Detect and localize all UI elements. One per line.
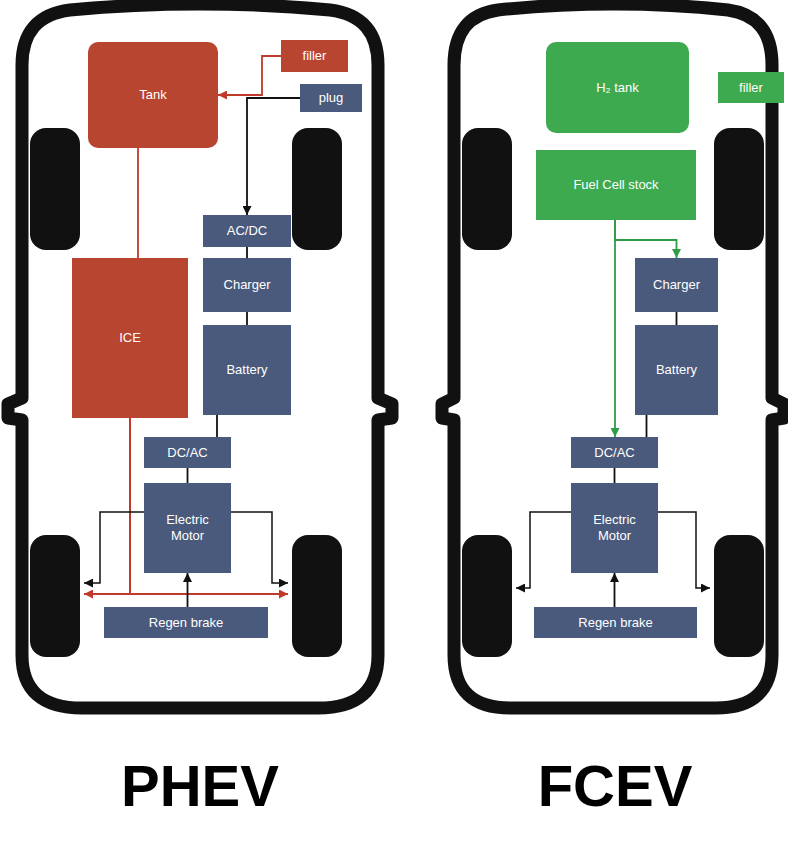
box-label: Regen brake: [578, 615, 652, 631]
wheel: [30, 535, 80, 657]
connector: [216, 415, 218, 437]
plug-box: plug: [300, 84, 362, 112]
connector: [137, 148, 139, 258]
box-label: Tank: [139, 87, 166, 103]
box-label: Battery: [656, 362, 697, 378]
car-body: [442, 4, 784, 708]
box-label: Charger: [653, 277, 700, 293]
connector: [614, 220, 616, 437]
box-label: filler: [739, 80, 763, 96]
box-label: Fuel Cell stock: [573, 177, 658, 193]
box-label: DC/AC: [594, 445, 634, 461]
filler-box: filler: [281, 40, 348, 72]
box-label: ICE: [119, 330, 141, 346]
wheel: [714, 128, 764, 250]
motor-drive-line: [84, 512, 144, 583]
connector: [676, 312, 678, 325]
fuel-cell-box: Fuel Cell stock: [536, 150, 696, 220]
box-label: Electric Motor: [576, 512, 653, 543]
charger-box: Charger: [203, 258, 291, 312]
vehicle-type-label: PHEV: [50, 752, 350, 819]
connector: [246, 312, 248, 325]
connector: [218, 56, 281, 95]
brake-box: Regen brake: [534, 607, 697, 638]
connector: [187, 573, 189, 607]
drive-shaft: [129, 418, 131, 594]
box-label: Charger: [224, 277, 271, 293]
converter-box: AC/DC: [203, 215, 291, 247]
box-label: plug: [319, 90, 344, 106]
vehicle-type-label: FCEV: [465, 752, 765, 819]
charger-box: Charger: [635, 258, 718, 312]
connector: [614, 468, 616, 483]
connector: [246, 247, 248, 258]
wheel: [462, 128, 512, 250]
hydrogen-tank: H₂ tank: [546, 42, 689, 133]
box-label: Electric Motor: [149, 512, 226, 543]
box-label: filler: [303, 48, 327, 64]
wheel: [714, 535, 764, 657]
wheel: [292, 128, 342, 250]
engine-box: ICE: [72, 258, 188, 418]
box-label: DC/AC: [167, 445, 207, 461]
car-body: [8, 4, 392, 708]
motor-drive-line: [658, 512, 710, 588]
converter-box: DC/AC: [571, 437, 658, 468]
box-label: Regen brake: [149, 615, 223, 631]
fuel-tank: Tank: [88, 42, 218, 148]
box-label: Battery: [226, 362, 267, 378]
connector: [187, 468, 189, 483]
battery-box: Battery: [635, 325, 718, 415]
box-label: AC/DC: [227, 223, 267, 239]
axle: [84, 593, 288, 595]
connector: [646, 415, 648, 437]
motor-drive-line: [516, 512, 571, 588]
motor-drive-line: [231, 512, 288, 583]
box-label: H₂ tank: [596, 80, 639, 96]
connector: [247, 98, 300, 215]
motor-box: Electric Motor: [571, 483, 658, 573]
converter-box: DC/AC: [144, 437, 231, 468]
battery-box: Battery: [203, 325, 291, 415]
motor-box: Electric Motor: [144, 483, 231, 573]
wheel: [30, 128, 80, 250]
wheel: [292, 535, 342, 657]
wheel: [462, 535, 512, 657]
filler-box: filler: [718, 72, 784, 103]
connector: [614, 573, 616, 607]
connector: [615, 220, 677, 258]
brake-box: Regen brake: [104, 607, 268, 638]
